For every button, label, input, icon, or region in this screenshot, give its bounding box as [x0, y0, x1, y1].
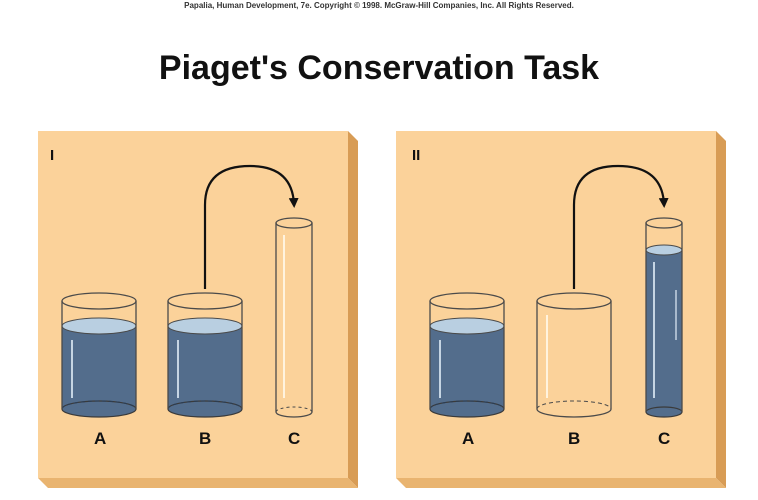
panel-1-side [348, 131, 358, 488]
panel-2: II A B [396, 131, 726, 488]
panel-1: I A B [38, 131, 358, 488]
panel-2-glass-a-label: A [462, 429, 474, 448]
panel-1-glass-a-label: A [94, 429, 106, 448]
panel-1-bottom [38, 478, 358, 488]
panel-1-glass-b-label: B [199, 429, 211, 448]
panel-2-pour-arrow [572, 164, 669, 289]
panel-2-glass-a [429, 292, 505, 418]
panel-2-side [716, 131, 726, 488]
panel-2-label: II [412, 147, 420, 164]
panel-1-label: I [50, 147, 54, 164]
panel-1-glass-a [61, 292, 137, 418]
panel-2-bottom [396, 478, 726, 488]
page-title: Piaget's Conservation Task [158, 49, 600, 87]
panel-1-glass-c [275, 217, 313, 418]
panel-2-glass-c [645, 217, 683, 418]
panel-2-glass-b [536, 292, 612, 418]
copyright-notice: Papalia, Human Development, 7e. Copyrigh… [184, 1, 574, 10]
panel-2-glass-b-label: B [568, 429, 580, 448]
panel-1-pour-arrow [203, 164, 299, 289]
panel-2-glass-c-label: C [658, 429, 670, 448]
panel-1-glass-b [167, 292, 243, 418]
panel-1-glass-c-label: C [288, 429, 300, 448]
panel-1-face [38, 131, 348, 478]
